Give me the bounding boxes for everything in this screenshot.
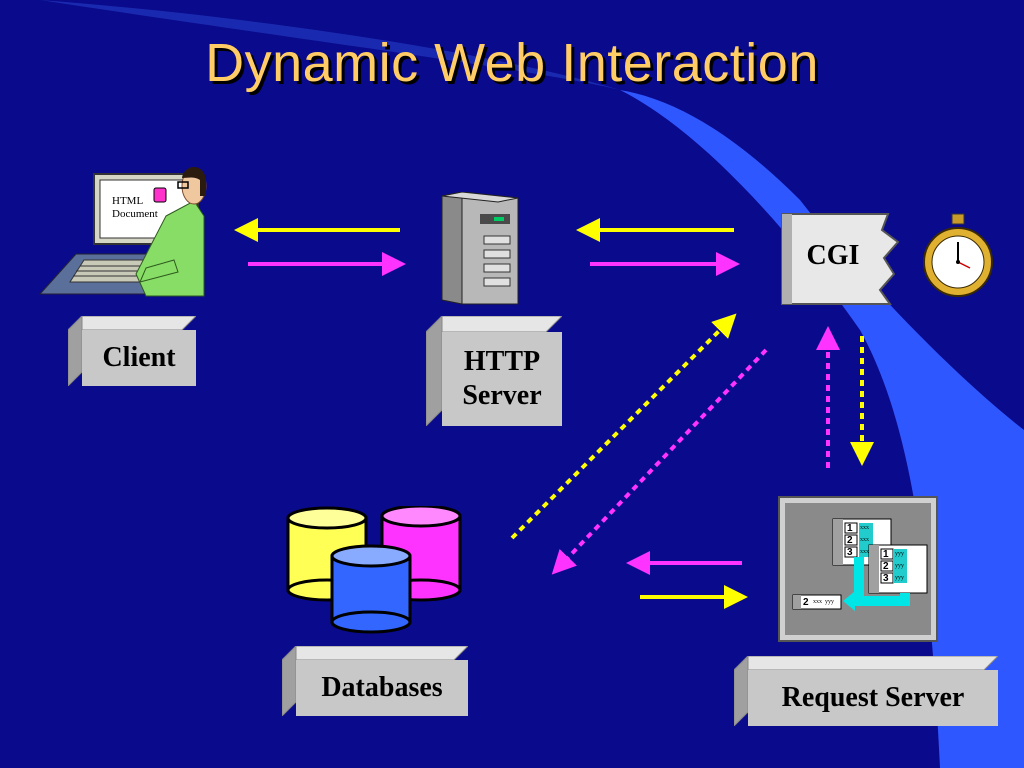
databases-label-box: Databases	[282, 646, 468, 716]
source-xxx-3: xxx	[860, 549, 869, 555]
target-row-3: 3	[883, 573, 889, 584]
target-yyy-3: yyy	[895, 575, 904, 581]
table-transfer-icon	[792, 518, 928, 611]
request-server-panel: 1 2 3 xxx xxx xxx 1 2 3 yyy yyy yyy 2 xx…	[778, 496, 938, 642]
client-screen-text: HTML Document	[112, 195, 158, 220]
source-row-2: 2	[847, 535, 853, 546]
result-row	[792, 594, 842, 610]
client-label: Client	[82, 330, 196, 386]
http-server-label: HTTP Server	[442, 332, 562, 426]
http-server-label-line2: Server	[462, 380, 542, 411]
cgi-label: CGI	[806, 240, 860, 271]
source-row-3: 3	[847, 547, 853, 558]
client-screen-line1: HTML	[112, 195, 144, 207]
source-xxx-1: xxx	[860, 525, 869, 531]
target-yyy-2: yyy	[895, 563, 904, 569]
slide-title: Dynamic Web Interaction	[205, 33, 819, 93]
arrow-db-to-cgi	[510, 313, 737, 540]
transfer-arrow	[854, 557, 910, 606]
client-screen-line2: Document	[112, 207, 158, 220]
client-label-box: Client	[68, 316, 196, 386]
databases-icon	[286, 506, 462, 634]
arrow-cgi-to-db	[551, 348, 768, 575]
target-row-2: 2	[883, 561, 889, 572]
target-row-1: 1	[883, 549, 889, 560]
request-server-label: Request Server	[748, 670, 998, 726]
databases-label: Databases	[296, 660, 468, 716]
source-xxx-2: xxx	[860, 537, 869, 543]
request-server-label-box: Request Server	[734, 656, 998, 726]
database-blue	[330, 544, 412, 634]
stopwatch-icon	[923, 213, 993, 297]
http-server-label-box: HTTP Server	[426, 316, 562, 426]
target-table	[868, 544, 928, 594]
cgi-card	[781, 213, 900, 305]
result-xxx: xxx	[813, 599, 822, 605]
result-row-number: 2	[803, 597, 809, 608]
source-row-1: 1	[847, 523, 853, 534]
client-computer-icon	[38, 167, 207, 297]
result-yyy: yyy	[825, 599, 834, 605]
server-tower-icon	[441, 192, 519, 305]
target-yyy-1: yyy	[895, 551, 904, 557]
http-server-label-line1: HTTP	[463, 346, 541, 378]
